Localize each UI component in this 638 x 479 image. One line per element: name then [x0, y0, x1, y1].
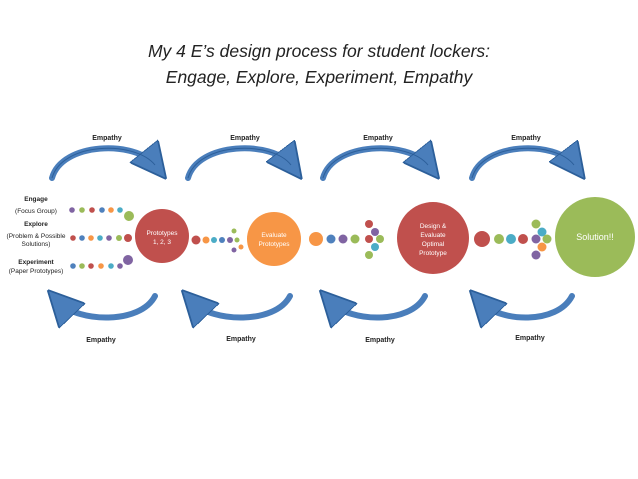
empathy-arrow-top-4 [469, 148, 574, 181]
experiment-sub: (Paper Prototypes) [9, 268, 64, 275]
empathy-label-top-4: Empathy [511, 135, 541, 142]
evaluate-node [247, 212, 301, 266]
design-line-3: Optimal [422, 241, 445, 248]
connector-dots-3 [474, 219, 552, 260]
title-line-2: Engage, Explore, Experiment, Empathy [165, 67, 473, 87]
prototypes-line-1: Prototypes [146, 230, 178, 237]
solution-label: Solution!! [576, 232, 614, 242]
explore-sub-2: Solutions) [22, 241, 51, 248]
explore-dots [70, 234, 132, 242]
design-line-2: Evaluate [420, 232, 446, 239]
engage-label: Engage [24, 196, 48, 203]
title-line-1: My 4 E’s design process for student lock… [147, 41, 491, 61]
evaluate-line-1: Evaluate [261, 232, 287, 239]
empathy-arrow-bottom-4 [482, 296, 575, 318]
top-arrows [49, 148, 574, 181]
design-line-1: Design & [420, 223, 447, 230]
bottom-arrows [60, 296, 575, 318]
empathy-label-top-1: Empathy [92, 135, 122, 142]
engage-sub: (Focus Group) [15, 208, 57, 215]
connector-dots-1 [191, 228, 244, 253]
explore-sub-1: (Problem & Possible [7, 233, 66, 240]
empathy-label-bottom-2: Empathy [226, 336, 256, 343]
solution-node [555, 197, 635, 277]
empathy-arrow-top-2 [185, 148, 291, 181]
engage-dots [69, 207, 134, 221]
design-line-4: Prototype [419, 250, 447, 257]
empathy-arrow-bottom-3 [332, 296, 428, 318]
prototypes-line-2: 1, 2, 3 [153, 239, 171, 246]
diagram-title: My 4 E’s design process for student lock… [0, 38, 638, 90]
empathy-label-bottom-3: Empathy [365, 337, 395, 344]
empathy-arrow-top-3 [320, 148, 428, 181]
empathy-label-top-3: Empathy [363, 135, 393, 142]
connector-dots-2 [309, 220, 384, 259]
design-node [397, 202, 469, 274]
empathy-arrow-bottom-1 [60, 296, 158, 318]
prototypes-node [135, 209, 189, 263]
empathy-arrow-bottom-2 [194, 296, 293, 318]
empathy-label-bottom-4: Empathy [515, 335, 545, 342]
empathy-label-bottom-1: Empathy [86, 337, 116, 344]
explore-label: Explore [24, 221, 48, 228]
empathy-label-top-2: Empathy [230, 135, 260, 142]
evaluate-line-2: Prototypes [258, 241, 290, 248]
empathy-arrow-top-1 [49, 148, 155, 181]
experiment-dots [70, 255, 133, 269]
experiment-label: Experiment [18, 259, 54, 266]
